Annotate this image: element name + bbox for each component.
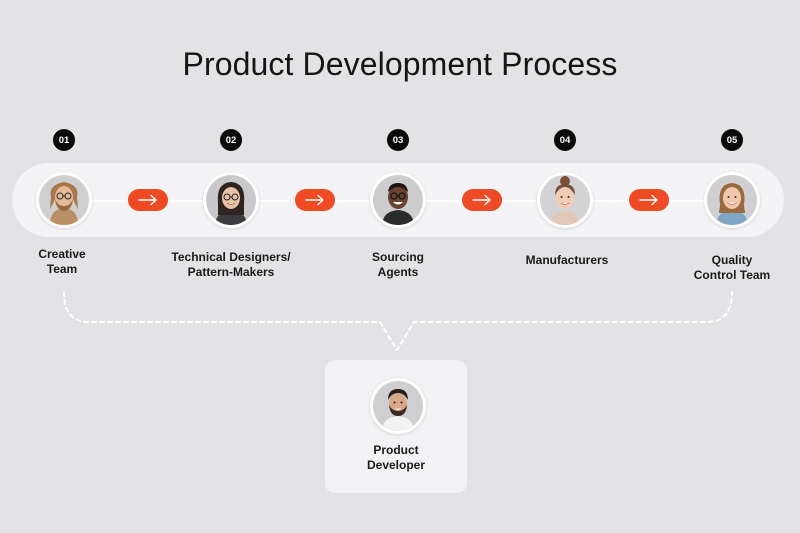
arrow-right-icon <box>462 189 502 211</box>
step-number-badge-3: 03 <box>387 129 409 151</box>
step-label-3: Sourcing Agents <box>328 250 468 280</box>
step-label-1: Creative Team <box>0 247 132 277</box>
page-title: Product Development Process <box>182 46 618 82</box>
step-label-line: Technical Designers/ <box>171 250 291 264</box>
step-label-line: Pattern-Makers <box>187 265 275 279</box>
step-label-line: Control Team <box>693 268 771 282</box>
step-label-line: Manufacturers <box>525 253 609 267</box>
woman-glasses-avatar <box>203 172 259 228</box>
step-label-line: Team <box>46 262 78 276</box>
step-number-badge-1: 01 <box>53 129 75 151</box>
product-developer-label: Product Developer <box>326 443 466 473</box>
step-label-line: Creative <box>38 247 86 261</box>
man-glasses-smiling-avatar <box>370 172 426 228</box>
center-label-line: Developer <box>366 458 426 472</box>
step-label-2: Technical Designers/ Pattern-Makers <box>161 250 301 280</box>
man-glasses-beard-avatar <box>36 172 92 228</box>
arrow-right-icon <box>295 189 335 211</box>
step-number-badge-2: 02 <box>220 129 242 151</box>
step-label-4: Manufacturers <box>497 253 637 268</box>
step-label-5: Quality Control Team <box>662 253 800 283</box>
step-label-line: Quality <box>711 253 753 267</box>
step-label-line: Sourcing <box>371 250 424 264</box>
step-label-line: Agents <box>377 265 419 279</box>
center-label-line: Product <box>373 443 419 457</box>
step-number-badge-4: 04 <box>554 129 576 151</box>
woman-smiling-avatar <box>704 172 760 228</box>
woman-hair-bun-avatar <box>537 172 593 228</box>
man-beard-avatar <box>370 378 426 434</box>
arrow-right-icon <box>128 189 168 211</box>
arrow-right-icon <box>629 189 669 211</box>
step-number-badge-5: 05 <box>721 129 743 151</box>
